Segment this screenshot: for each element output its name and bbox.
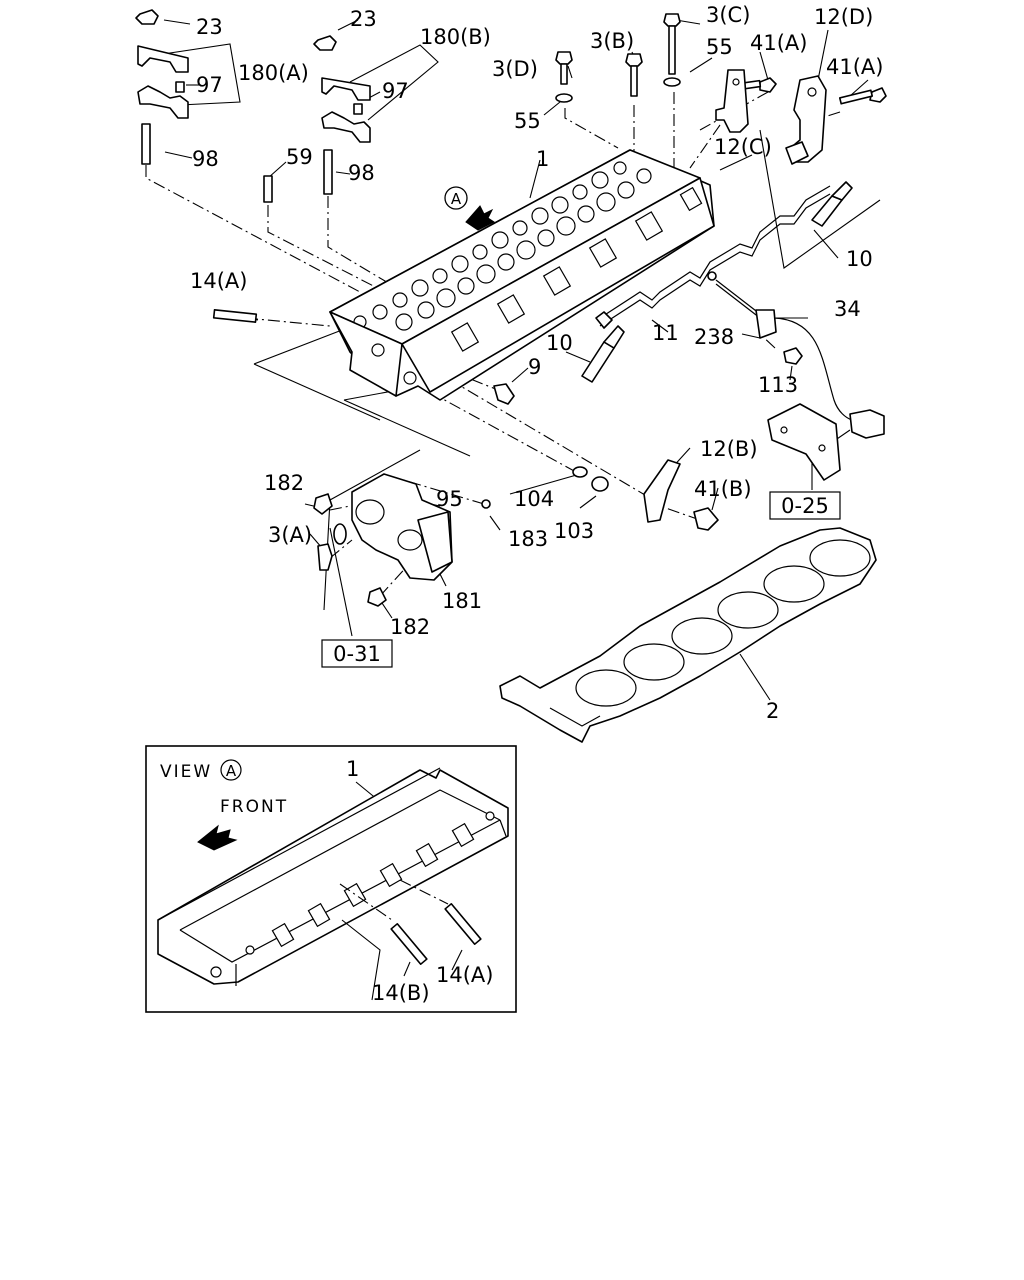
callout-11: 11 [652, 321, 679, 345]
callout-97-b: 97 [382, 79, 409, 103]
bracket-12d [785, 75, 827, 165]
callout-180b: 180(B) [420, 25, 491, 49]
glow-plug-left [581, 325, 625, 383]
view-callout-14a: 14(A) [436, 963, 493, 987]
callout-183: 183 [508, 527, 548, 551]
view-stud-14a [444, 903, 482, 945]
front-arrow-icon [197, 824, 238, 851]
callout-14a: 14(A) [190, 269, 247, 293]
ref-0-25[interactable]: 0-25 [781, 494, 829, 518]
glow-plug-connector [595, 185, 831, 329]
head-gasket [499, 527, 877, 743]
callout-55-b: 55 [514, 109, 541, 133]
callout-181: 181 [442, 589, 482, 613]
callout-12b: 12(B) [700, 437, 758, 461]
camshaft-bearing-cap-b [313, 35, 371, 195]
dowel-pin [263, 175, 273, 203]
front-label: FRONT [220, 797, 288, 817]
temperature-sensor [493, 383, 515, 405]
view-a-indicator: A [444, 186, 495, 231]
callout-3c: 3(C) [706, 3, 750, 27]
view-stud-14b [390, 923, 428, 965]
callout-55-a: 55 [706, 35, 733, 59]
callout-59: 59 [286, 145, 313, 169]
callout-labels: 23 97 180(A) 98 23 180(B) 97 59 98 3(C) … [190, 3, 883, 723]
callout-2: 2 [766, 699, 779, 723]
callout-98-b: 98 [348, 161, 375, 185]
callout-3d: 3(D) [492, 57, 538, 81]
callout-98-a: 98 [192, 147, 219, 171]
callout-103: 103 [554, 519, 594, 543]
ref-0-31[interactable]: 0-31 [333, 642, 381, 666]
callout-41a-2: 41(A) [826, 55, 883, 79]
view-callout-1: 1 [346, 757, 359, 781]
head-ports [450, 186, 703, 352]
callout-9: 9 [528, 355, 541, 379]
bolts-top [555, 13, 887, 105]
callout-12c: 12(C) [714, 135, 772, 159]
view-head-ports [210, 811, 495, 978]
glow-plug-right [811, 181, 853, 227]
stud-14a [212, 309, 258, 323]
view-a-title-marker: A [226, 762, 237, 780]
callout-41a-1: 41(A) [750, 31, 807, 55]
ref-box-0-31-frame [321, 639, 393, 668]
callout-3b: 3(B) [590, 29, 634, 53]
callout-12d: 12(D) [814, 5, 873, 29]
callout-1: 1 [536, 147, 549, 171]
callout-41b: 41(B) [694, 477, 752, 501]
camshaft-bearing-cap-a [135, 9, 189, 165]
view-a-detail: VIEW A FRONT 1 14(B) [145, 745, 517, 1013]
bracket-12c [715, 69, 749, 133]
callout-10-a: 10 [846, 247, 873, 271]
callout-238: 238 [694, 325, 734, 349]
ref-box-0-25-frame [769, 491, 841, 520]
view-callout-14b: 14(B) [372, 981, 430, 1005]
sensor-harness [707, 271, 885, 481]
gasket-bores [575, 539, 871, 707]
view-a-title: VIEW [160, 762, 212, 782]
cylinder-head [329, 149, 715, 401]
callout-104: 104 [514, 487, 554, 511]
callout-182-a: 182 [264, 471, 304, 495]
callout-23-a: 23 [196, 15, 223, 39]
callout-182-b: 182 [390, 615, 430, 639]
callout-34: 34 [834, 297, 861, 321]
callout-95: 95 [436, 487, 463, 511]
callout-97-a: 97 [196, 73, 223, 97]
view-a-indicator-letter: A [451, 190, 462, 208]
callout-10-b: 10 [546, 331, 573, 355]
callout-113: 113 [758, 373, 798, 397]
callout-180a: 180(A) [238, 61, 309, 85]
bracket-12b [643, 459, 719, 531]
water-outlet-housing [313, 466, 609, 607]
callout-3a: 3(A) [268, 523, 312, 547]
callout-23-b: 23 [350, 7, 377, 31]
